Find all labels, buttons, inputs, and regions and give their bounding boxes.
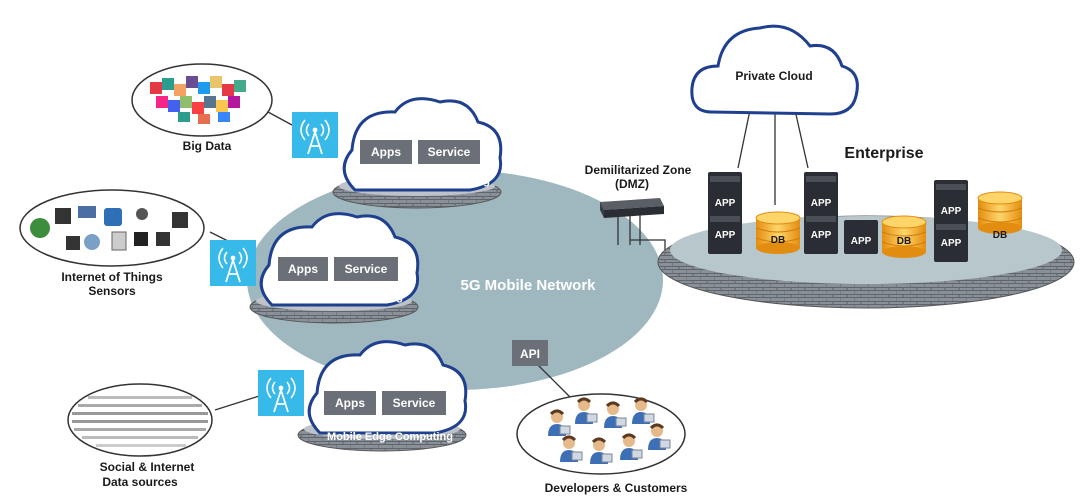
app-label: APP (941, 206, 962, 217)
server-icon (708, 172, 742, 254)
iot-group: Internet of Things Sensors (19, 189, 205, 298)
sensor-icons (30, 206, 188, 251)
dmz-sublabel: (DMZ) (615, 177, 649, 191)
app-label: APP (941, 238, 962, 249)
network-label: 5G Mobile Network (460, 277, 596, 294)
mec-title: Mobile Edge Computing (277, 291, 403, 303)
social-label: Social & Internet (100, 460, 195, 474)
developers-group: Developers & Customers (516, 393, 688, 495)
app-label: APP (811, 230, 832, 241)
social-sublabel: Data sources (102, 475, 178, 489)
mec-node: Apps Service Mobile Edge Computing (297, 340, 468, 452)
apps-label: Apps (371, 145, 401, 159)
db-label: DB (771, 235, 785, 246)
enterprise-group: Enterprise APP APP APP APP APP APP APP D… (657, 145, 1075, 309)
enterprise-label: Enterprise (844, 145, 923, 162)
dmz-group: Demilitarized Zone (DMZ) (585, 163, 692, 218)
database-icon (977, 191, 1023, 235)
private-cloud-label: Private Cloud (735, 69, 812, 83)
service-label: Service (428, 145, 471, 159)
apps-label: Apps (288, 262, 318, 276)
api-box (512, 340, 548, 366)
api-label: API (520, 347, 540, 361)
app-label: APP (851, 236, 872, 247)
service-label: Service (393, 396, 436, 410)
app-label: APP (715, 230, 736, 241)
mec-title: Mobile Edge Computing (364, 175, 490, 187)
service-label: Service (345, 262, 388, 276)
db-label: DB (897, 236, 911, 247)
database-icon (755, 211, 801, 255)
mec-node: Apps Service Mobile Edge Computing (332, 97, 503, 209)
mec-title: Mobile Edge Computing (327, 431, 453, 443)
antenna-icon (291, 111, 339, 159)
social-data-group: Social & Internet Data sources (67, 383, 213, 489)
iot-sublabel: Sensors (88, 284, 136, 298)
mec-node: Apps Service Mobile Edge Computing (249, 212, 420, 324)
server-icon (934, 180, 968, 262)
iot-label: Internet of Things (61, 270, 163, 284)
firewall-icon (600, 198, 664, 218)
db-label: DB (993, 230, 1007, 241)
big-data-label: Big Data (183, 139, 232, 153)
apps-label: Apps (335, 396, 365, 410)
big-data-group: Big Data (131, 63, 273, 153)
binary-pattern (72, 396, 208, 447)
dmz-label: Demilitarized Zone (585, 163, 692, 177)
antenna-icon (209, 239, 257, 287)
developers-label: Developers & Customers (545, 481, 688, 495)
big-data-cubes (150, 76, 246, 124)
server-icon (804, 172, 838, 254)
antenna-icon (257, 369, 305, 417)
server-icon (844, 220, 878, 254)
app-label: APP (715, 198, 736, 209)
private-cloud: Private Cloud (690, 24, 859, 116)
app-label: APP (811, 198, 832, 209)
